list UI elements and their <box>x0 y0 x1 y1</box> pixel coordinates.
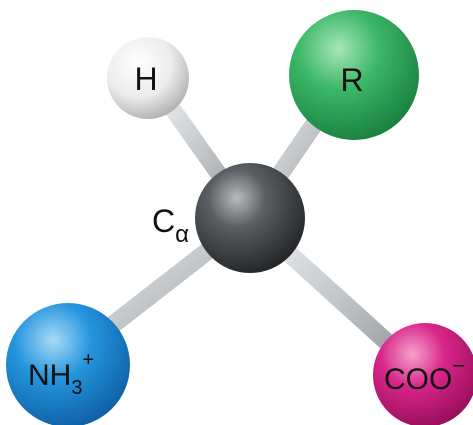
alpha-carbon-main-text: C <box>152 203 175 239</box>
carboxyl-superscript: − <box>452 353 465 378</box>
amino-subscript: 3 <box>71 377 82 399</box>
alpha-carbon-subscript: α <box>175 221 189 248</box>
amino-main-text: NH <box>28 359 71 392</box>
hydrogen-atom: H <box>107 37 189 119</box>
alpha-carbon-atom <box>195 163 305 273</box>
carboxyl-group-atom: COO− <box>373 323 473 425</box>
r-group-label: R <box>340 62 363 98</box>
amino-superscript: + <box>82 349 94 371</box>
hydrogen-label: H <box>134 61 157 97</box>
amino-group-atom: NH3+ <box>6 303 130 425</box>
carboxyl-group-label: COO− <box>384 353 465 396</box>
r-group-atom: R <box>289 10 419 140</box>
carboxyl-main-text: COO <box>384 363 452 396</box>
alpha-carbon-label: Cα <box>152 203 189 248</box>
amino-group-label: NH3+ <box>28 349 94 399</box>
